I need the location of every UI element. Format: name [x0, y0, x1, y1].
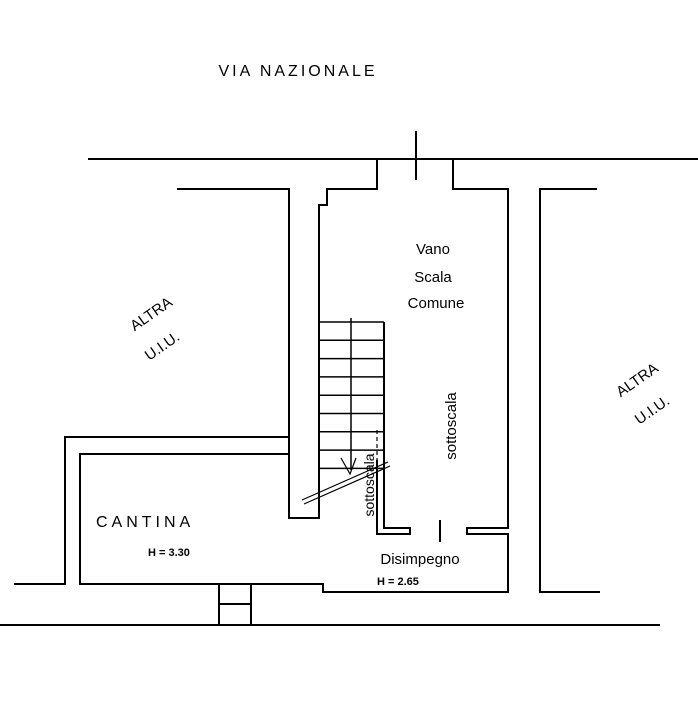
- cellar-label: CANTINA: [96, 514, 194, 531]
- left-unit-wall: [14, 436, 289, 585]
- other-unit-left-2: U.I.U.: [142, 328, 183, 364]
- stair-hall-label-3: Comune: [408, 295, 465, 312]
- other-unit-right-1: ALTRA: [613, 360, 661, 401]
- small-steps: [218, 584, 252, 625]
- other-unit-right-2: U.I.U.: [632, 392, 673, 428]
- under-stairs-label-left: sottoscala: [361, 453, 377, 516]
- stair-hall-left-wall: [177, 159, 378, 519]
- stair-hall-right-wall: [79, 159, 509, 593]
- under-stairs-label-right: sottoscala: [443, 392, 460, 460]
- hallway-label: Disimpegno: [380, 551, 459, 568]
- staircase: [319, 318, 384, 470]
- stair-cut-line: [301, 430, 391, 505]
- other-unit-left-1: ALTRA: [127, 294, 175, 335]
- cellar-height: H = 3.30: [148, 547, 190, 559]
- hallway-height: H = 2.65: [377, 576, 419, 588]
- street-label: VIA NAZIONALE: [218, 63, 377, 80]
- walls: [0, 131, 698, 626]
- stair-hall-label-2: Scala: [414, 269, 452, 286]
- right-unit-wall: [539, 188, 600, 593]
- stair-hall-bottom-wall: [376, 322, 411, 535]
- stair-hall-label-1: Vano: [416, 241, 450, 258]
